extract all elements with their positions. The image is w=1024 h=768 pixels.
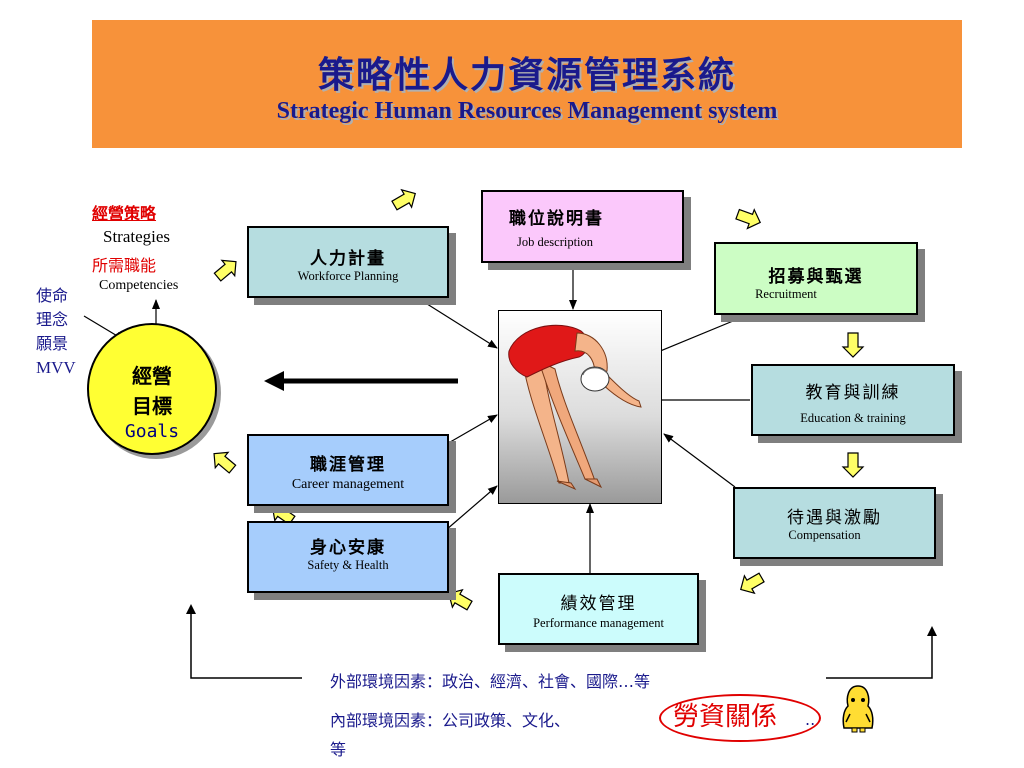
strategy-label-zh: 經營策略: [92, 204, 157, 223]
goal-english: Goals: [124, 421, 180, 442]
business-goals-circle: 經營 目標 Goals: [87, 323, 217, 455]
internal-environment-end: 等: [330, 740, 347, 759]
goal-line-1: 經營: [132, 364, 172, 388]
competency-label-en: Competencies: [99, 278, 179, 293]
flow-arrow-to-job: [391, 188, 416, 211]
safety-health-box: 身心安康 Safety & Health: [247, 521, 449, 593]
labor-relations-highlight: [659, 694, 821, 742]
compensation-en: Compensation: [788, 528, 861, 542]
compensation-zh: 待遇與激勵: [787, 508, 882, 528]
performance-en: Performance management: [533, 616, 664, 630]
strategy-label-en: Strategies: [103, 227, 171, 246]
title-banner: 策略性人力資源管理系統 Strategic Human Resources Ma…: [92, 20, 962, 148]
external-environment-text: 外部環境因素：政治、經濟、社會、國際…等: [330, 672, 651, 691]
labor-relations-ellipsis: ..: [805, 710, 816, 729]
competency-label-zh: 所需職能: [92, 256, 157, 275]
workforce-en: Workforce Planning: [297, 269, 399, 283]
athlete-illustration: [498, 310, 662, 504]
recruitment-box: 招募與甄選 Recruitment: [714, 242, 918, 315]
flow-arrow-to-recruit: [735, 208, 762, 230]
career-en: Career management: [291, 477, 405, 492]
flow-arrow-to-strategies: [213, 259, 237, 282]
compensation-box: 待遇與激勵 Compensation: [733, 487, 936, 559]
mvv-line: MVV: [36, 358, 76, 377]
env-line-right: [826, 634, 933, 679]
mission-vision-values: 使命 理念 願景 MVV: [36, 284, 76, 380]
flow-arrow-to-goals: [213, 451, 237, 474]
flow-arrow-to-safety: [448, 588, 473, 611]
arrow-workforce-to-image: [415, 296, 498, 349]
safety-zh: 身心安康: [310, 538, 386, 558]
flow-arrow-to-compensation: [841, 452, 865, 478]
career-management-box: 職涯管理 Career management: [247, 434, 449, 506]
diver-figure: [508, 324, 642, 491]
performance-zh: 績效管理: [560, 594, 637, 614]
arrow-compensation-to-image: [663, 433, 736, 488]
bell-character-icon: [842, 685, 874, 733]
internal-environment-text: 內部環境因素：公司政策、文化、: [330, 711, 571, 730]
workforce-planning-box: 人力計畫 Workforce Planning: [247, 226, 449, 298]
recruit-zh: 招募與甄選: [768, 267, 864, 287]
big-arrowhead: [264, 371, 284, 391]
arrow-safety-to-image: [445, 485, 498, 531]
safety-en: Safety & Health: [307, 558, 389, 572]
job-zh: 職位說明書: [509, 209, 604, 229]
goal-line-2: 目標: [132, 394, 172, 418]
performance-management-box: 績效管理 Performance management: [498, 573, 699, 645]
philosophy-line: 理念: [36, 310, 69, 329]
job-description-box: 職位說明書 Job description: [481, 190, 684, 263]
job-en: Job description: [517, 235, 594, 249]
title-chinese: 策略性人力資源管理系統: [317, 54, 736, 96]
title-english: Strategic Human Resources Management sys…: [276, 98, 778, 124]
vision-line: 願景: [36, 334, 69, 353]
education-zh: 教育與訓練: [805, 383, 901, 403]
mission-line: 使命: [36, 286, 69, 305]
workforce-zh: 人力計畫: [310, 249, 386, 269]
education-en: Education & training: [800, 411, 906, 425]
recruit-en: Recruitment: [755, 287, 817, 301]
education-training-box: 教育與訓練 Education & training: [751, 364, 955, 436]
career-zh: 職涯管理: [310, 455, 386, 475]
env-line-left: [190, 612, 302, 679]
labor-relations-text: 勞資關係: [673, 702, 778, 732]
arrow-career-to-image: [444, 414, 498, 446]
flow-arrow-to-education: [841, 332, 865, 358]
flow-arrow-to-performance: [740, 572, 765, 595]
